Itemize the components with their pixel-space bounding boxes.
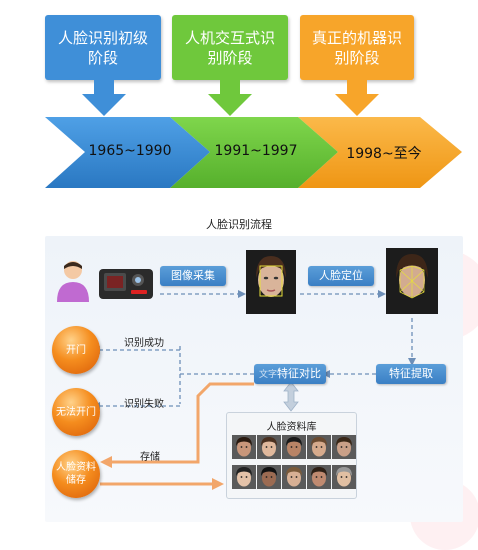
compare-label: 特征对比 bbox=[277, 367, 321, 380]
down-arrow-icon bbox=[82, 78, 126, 116]
face-thumbnail bbox=[332, 465, 356, 489]
face-photo-raw bbox=[246, 250, 296, 314]
step-image-capture: 图像采集 bbox=[160, 266, 226, 286]
face-thumbnail bbox=[257, 435, 281, 459]
stage-box-1: 人脸识别初级阶段 bbox=[45, 15, 161, 80]
person-icon bbox=[57, 261, 89, 302]
stage-box-3: 真正的机器识别阶段 bbox=[300, 15, 414, 80]
outcome-open-door: 开门 bbox=[52, 326, 100, 374]
edge-label-store: 存储 bbox=[140, 452, 160, 463]
face-thumbnail bbox=[307, 435, 331, 459]
step-feature-compare: 文字特征对比 bbox=[254, 364, 326, 384]
down-arrow-icon bbox=[208, 78, 252, 116]
face-thumbnail bbox=[257, 465, 281, 489]
face-thumbnail bbox=[307, 465, 331, 489]
face-scanner-device-icon bbox=[99, 269, 153, 299]
edge-label-fail: 识别失败 bbox=[124, 399, 164, 410]
step-feature-extract: 特征提取 bbox=[376, 364, 446, 384]
down-arrow-icon bbox=[335, 78, 379, 116]
timeline-chevrons bbox=[45, 117, 462, 188]
face-thumbnail bbox=[232, 435, 256, 459]
face-database-title: 人脸资料库 bbox=[266, 422, 317, 433]
flow-title: 人脸识别流程 bbox=[206, 218, 272, 231]
chevron-1 bbox=[45, 117, 210, 188]
compare-prefix: 文字 bbox=[258, 370, 277, 380]
step-face-locate: 人脸定位 bbox=[308, 266, 374, 286]
outcome-store-face: 人脸资料储存 bbox=[52, 450, 100, 498]
chevron-3 bbox=[298, 117, 462, 188]
period-label-3: 1998~至今 bbox=[346, 146, 422, 162]
face-thumbnail bbox=[282, 435, 306, 459]
period-label-1: 1965~1990 bbox=[88, 143, 172, 159]
outcome-cannot-open: 无法开门 bbox=[52, 388, 100, 436]
face-photo-located bbox=[386, 248, 438, 314]
face-thumbnail bbox=[332, 435, 356, 459]
period-label-2: 1991~1997 bbox=[214, 143, 298, 159]
face-database: 人脸资料库 bbox=[226, 412, 357, 499]
face-thumbnail bbox=[282, 465, 306, 489]
chevron-2 bbox=[170, 117, 338, 188]
stage-box-2: 人机交互式识别阶段 bbox=[172, 15, 288, 80]
edge-label-success: 识别成功 bbox=[124, 338, 164, 349]
face-thumbnail bbox=[232, 465, 256, 489]
